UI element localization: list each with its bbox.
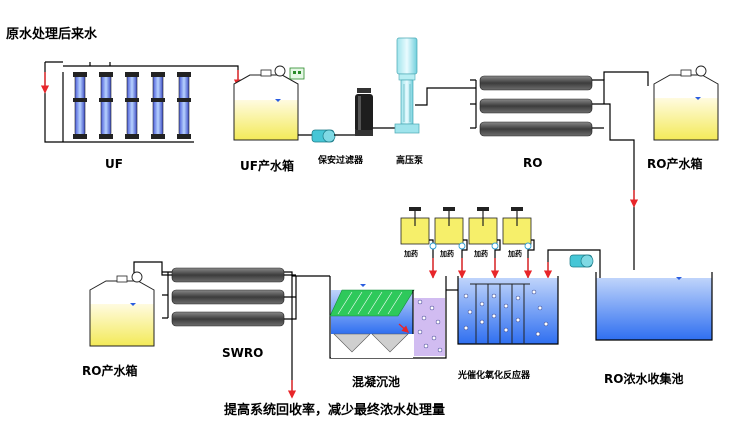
dosing-tank [502, 207, 532, 245]
ro-unit: RO [470, 71, 649, 270]
dosing-tank [400, 207, 430, 245]
dosing-system: 加药 加药 加药 加药 [400, 207, 553, 279]
dosing-label: 加药 [403, 249, 418, 258]
multistage-pump-icon [394, 37, 420, 134]
high-pressure-pump: 高压泵 [394, 37, 476, 166]
uf-label: UF [105, 157, 123, 171]
security-filter-unit: 保安过滤器 [298, 88, 399, 166]
hp-pump-label: 高压泵 [396, 154, 424, 166]
ro-concentrate-label: RO浓水收集池 [604, 371, 683, 386]
ro-tank-top-label: RO产水箱 [647, 156, 702, 171]
swro-unit: SWRO [133, 261, 330, 399]
ro-product-tank-bottom: RO产水箱 [82, 271, 155, 378]
security-filter-icon [355, 88, 373, 136]
uf-product-tank: UF产水箱 [233, 65, 305, 173]
diagram-title: 原水处理后来水 [6, 26, 98, 42]
dosing-tank [468, 207, 498, 245]
dosing-label: 加药 [507, 249, 522, 258]
transfer-pump-icon [569, 254, 594, 268]
dosing-label: 加药 [473, 249, 488, 258]
uf-membrane-columns [73, 72, 191, 139]
ro-tank-bottom-label: RO产水箱 [82, 363, 137, 378]
uf-unit: UF [40, 61, 243, 171]
coag-label: 混凝沉池 [352, 374, 400, 389]
swro-label: SWRO [222, 346, 263, 360]
level-gauge-icon [289, 67, 305, 80]
photocat-label: 光催化氧化反应器 [457, 369, 531, 381]
photocatalytic-reactor: 光催化氧化反应器 [457, 276, 559, 381]
uf-tank-label: UF产水箱 [240, 158, 294, 173]
recovery-note: 提高系统回收率，减少最终浓水处理量 [224, 402, 445, 418]
transfer-pump-icon [311, 129, 336, 143]
ro-product-tank-top: RO产水箱 [647, 65, 719, 171]
ro-membrane-vessels [479, 75, 593, 137]
coagulation-sedimentation-tank: 混凝沉池 [329, 276, 458, 389]
security-filter-label: 保安过滤器 [317, 154, 364, 166]
dosing-tank [434, 207, 464, 245]
ro-label: RO [523, 156, 542, 170]
dosing-label: 加药 [439, 249, 454, 258]
swro-membrane-vessels [171, 267, 285, 327]
ro-concentrate-pool: RO浓水收集池 [547, 249, 713, 386]
